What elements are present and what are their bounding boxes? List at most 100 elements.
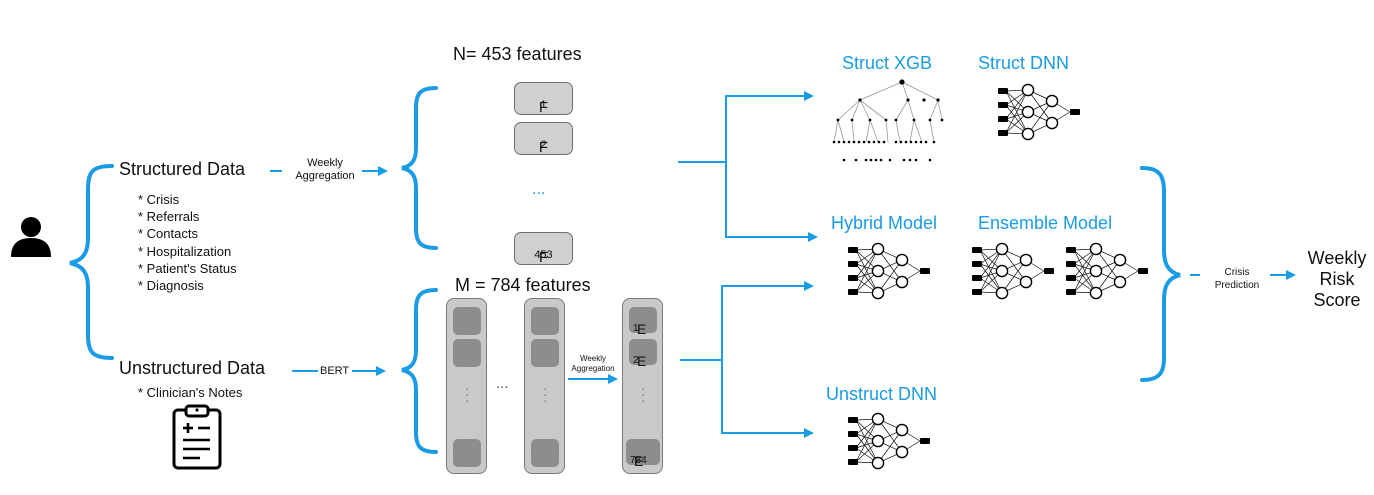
output-node bbox=[1070, 109, 1080, 115]
input-node bbox=[848, 459, 858, 465]
bert-embedding-column: ··· bbox=[524, 298, 565, 474]
input-node bbox=[998, 102, 1008, 108]
neural-network-icon bbox=[1066, 242, 1148, 300]
embedding-cell bbox=[531, 339, 559, 367]
input-node bbox=[1066, 247, 1076, 253]
hidden-node bbox=[1019, 275, 1033, 289]
crisis-prediction-label: Crisis Prediction bbox=[1204, 266, 1270, 292]
embedding-label: E bbox=[637, 353, 647, 369]
input-node bbox=[1066, 289, 1076, 295]
hidden-node bbox=[1021, 105, 1035, 119]
embedding-cell bbox=[453, 307, 481, 335]
weekly-aggregation-label-line: Weekly bbox=[579, 354, 607, 363]
feature-label: F bbox=[538, 99, 549, 116]
input-node bbox=[1066, 275, 1076, 281]
structured-item: * Contacts bbox=[138, 226, 198, 242]
features-n-title: N= 453 features bbox=[453, 44, 582, 64]
hidden-node bbox=[1113, 253, 1127, 267]
output-node bbox=[920, 268, 930, 274]
neural-network-icon bbox=[972, 242, 1054, 300]
hidden-node bbox=[995, 242, 1009, 256]
vertical-dots: ··· bbox=[543, 380, 548, 408]
weekly-aggregation-label-line: Aggregation bbox=[571, 364, 615, 373]
struct-dnn-title: Struct DNN bbox=[978, 53, 1070, 73]
hidden-node bbox=[995, 286, 1009, 300]
unstructured-data-title: Unstructured Data bbox=[119, 358, 266, 378]
input-node bbox=[972, 261, 982, 267]
feature-label: F bbox=[538, 249, 549, 266]
neural-network-icon bbox=[848, 242, 930, 300]
feature-subscript: 453 bbox=[534, 249, 553, 261]
output-node bbox=[1138, 268, 1148, 274]
embedding-cell bbox=[531, 307, 559, 335]
input-node bbox=[972, 247, 982, 253]
input-node bbox=[848, 247, 858, 253]
input-node bbox=[998, 116, 1008, 122]
structured-data-title: Structured Data bbox=[119, 159, 246, 179]
hidden-node bbox=[871, 286, 885, 300]
hidden-node bbox=[895, 445, 909, 459]
hidden-node bbox=[871, 412, 885, 426]
hidden-node bbox=[1089, 286, 1103, 300]
embedding-cell bbox=[453, 339, 481, 367]
hidden-node bbox=[1089, 242, 1103, 256]
weekly-aggregation-label-e: Weekly Aggregation bbox=[562, 354, 624, 374]
hidden-node bbox=[1045, 116, 1059, 130]
input-node bbox=[848, 445, 858, 451]
hidden-node bbox=[871, 242, 885, 256]
features-n-ellipsis: ... bbox=[532, 181, 546, 198]
features-m-title: M = 784 features bbox=[455, 275, 591, 295]
decision-tree-icon bbox=[832, 79, 944, 162]
structured-item: * Diagnosis bbox=[138, 278, 204, 294]
input-node bbox=[998, 130, 1008, 136]
hidden-node bbox=[871, 434, 885, 448]
feature-subscript: 2 bbox=[540, 139, 547, 151]
crisis-prediction-label-line: Prediction bbox=[1214, 280, 1260, 291]
hidden-node bbox=[1045, 94, 1059, 108]
neural-network-icon bbox=[848, 412, 930, 470]
hidden-node bbox=[871, 456, 885, 470]
input-node bbox=[998, 88, 1008, 94]
output-node bbox=[920, 438, 930, 444]
input-node bbox=[1066, 261, 1076, 267]
models-brace bbox=[1140, 166, 1181, 382]
unstruct-dnn-title: Unstruct DNN bbox=[826, 384, 938, 404]
input-node bbox=[972, 289, 982, 295]
input-node bbox=[972, 275, 982, 281]
hidden-node bbox=[895, 253, 909, 267]
hidden-node bbox=[1021, 83, 1035, 97]
input-node bbox=[848, 431, 858, 437]
clipboard-icon bbox=[172, 404, 222, 470]
hidden-node bbox=[895, 423, 909, 437]
input-node bbox=[848, 289, 858, 295]
ensemble-model-title: Ensemble Model bbox=[978, 213, 1113, 233]
input-node bbox=[848, 417, 858, 423]
risk-score-line: Score bbox=[1313, 290, 1361, 310]
embedding-label: E bbox=[634, 453, 644, 469]
vertical-dots: ··· bbox=[641, 380, 646, 408]
neural-network-icon bbox=[998, 83, 1080, 141]
hidden-node bbox=[1113, 275, 1127, 289]
person-icon bbox=[11, 217, 51, 257]
vertical-dots: ··· bbox=[465, 380, 470, 408]
struct-xgb-title: Struct XGB bbox=[842, 53, 933, 73]
hidden-node bbox=[871, 264, 885, 278]
bert-embedding-column: ··· bbox=[446, 298, 487, 474]
structured-item: * Patient's Status bbox=[138, 260, 237, 276]
structured-data-list: * Crisis * Referrals * Contacts * Hospit… bbox=[138, 191, 237, 294]
embedding-subscript: 2 bbox=[633, 354, 639, 366]
hidden-node bbox=[895, 275, 909, 289]
structured-item: * Crisis bbox=[138, 192, 180, 207]
unstructured-item: * Clinician's Notes bbox=[138, 385, 243, 400]
crisis-prediction-label-line: Crisis bbox=[1224, 267, 1250, 278]
feature-label: F bbox=[538, 139, 549, 156]
output-node bbox=[1044, 268, 1054, 274]
embedding-subscript: 784 bbox=[630, 454, 647, 466]
embedding-cell bbox=[453, 439, 481, 467]
